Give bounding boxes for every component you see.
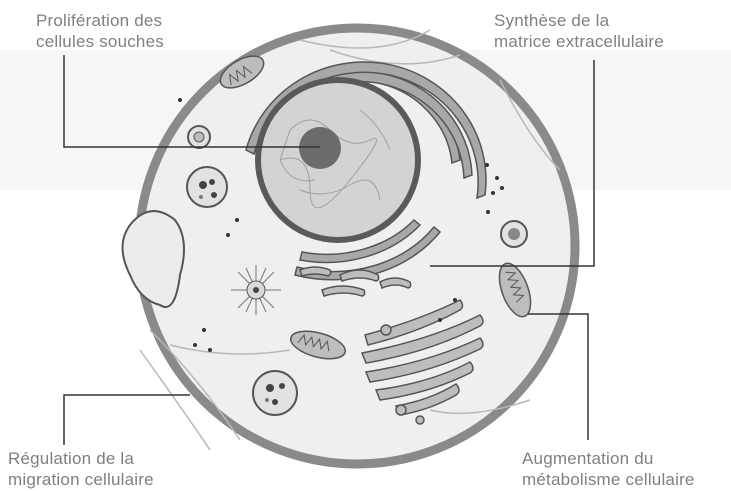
nucleus — [258, 80, 418, 240]
label-line: migration cellulaire — [8, 469, 154, 490]
label-cell-metabolism-increase: Augmentation du métabolisme cellulaire — [522, 448, 695, 490]
label-line: Prolifération des — [36, 10, 164, 31]
label-line: Synthèse de la — [494, 10, 664, 31]
vesicle-left — [188, 126, 210, 148]
label-line: Augmentation du — [522, 448, 695, 469]
leader-line-bottom-left — [64, 395, 190, 445]
label-line: métabolisme cellulaire — [522, 469, 695, 490]
label-line: cellules souches — [36, 31, 164, 52]
label-extracellular-matrix-synthesis: Synthèse de la matrice extracellulaire — [494, 10, 664, 52]
label-stem-cell-proliferation: Prolifération des cellules souches — [36, 10, 164, 52]
label-cell-migration-regulation: Régulation de la migration cellulaire — [8, 448, 154, 490]
nucleolus — [299, 127, 341, 169]
vesicle-right — [501, 221, 527, 247]
lysosome-lower — [253, 371, 297, 415]
label-line: Régulation de la — [8, 448, 154, 469]
label-line: matrice extracellulaire — [494, 31, 664, 52]
centrosome — [231, 265, 281, 315]
vacuole — [123, 211, 185, 307]
lysosome-upper — [187, 167, 227, 207]
